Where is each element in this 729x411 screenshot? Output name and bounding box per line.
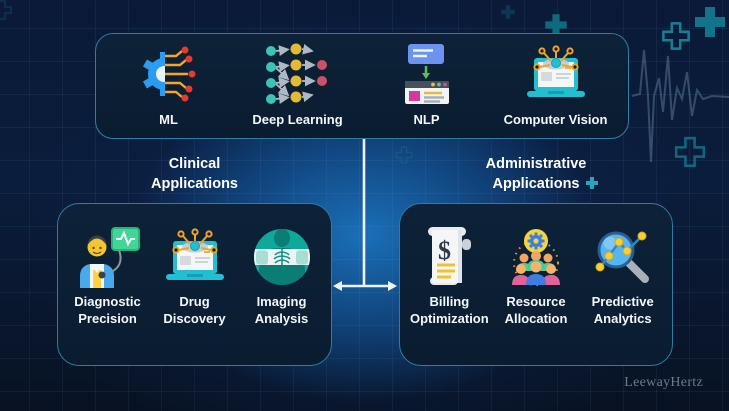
ml-gear-circuit-icon (140, 40, 198, 108)
svg-text:$: $ (438, 236, 451, 265)
plus-icon (676, 138, 704, 166)
administrative-title: Administrative Applications (399, 154, 673, 194)
ecg-heartbeat-line (631, 49, 729, 163)
magnifier-analytics-icon (592, 224, 654, 290)
clinical-box: Diagnostic Precision (57, 203, 332, 366)
admin-item-predictive-analytics: Predictive Analytics (579, 224, 666, 328)
admin-item-billing-optimization: $ Billing Optimization (406, 224, 493, 328)
top-item-label: Deep Learning (252, 112, 342, 129)
label-text: Discovery (163, 310, 226, 326)
item-label: Imaging Analysis (255, 294, 308, 328)
label-text: Computer Vision (503, 112, 608, 127)
top-item-computer-vision: Computer Vision (491, 40, 620, 138)
technologies-box: ML (95, 33, 629, 139)
label-text: Predictive (591, 294, 654, 309)
plus-icon (695, 7, 725, 37)
label-text: Analytics (593, 310, 652, 326)
arrowhead-right-icon (388, 281, 397, 291)
billing-invoice-icon: $ (422, 224, 476, 290)
clinical-item-drug-discovery: Drug Discovery (151, 224, 238, 328)
label-text: Diagnostic (74, 294, 141, 309)
label-text: NLP (413, 112, 440, 127)
plus-icon (0, 0, 13, 21)
connector-arrow (333, 139, 397, 291)
top-item-label: ML (159, 112, 178, 129)
nlp-chat-browser-icon (402, 40, 452, 108)
label-text: Deep Learning (252, 112, 343, 127)
item-label: Predictive Analytics (592, 294, 654, 328)
watermark: LeewayHertz (624, 375, 703, 390)
administrative-box: $ Billing Optimization (399, 203, 673, 366)
team-gear-icon (504, 224, 568, 290)
clinical-item-diagnostic-precision: Diagnostic Precision (64, 224, 151, 328)
xray-scan-icon (252, 224, 312, 290)
label-text: Allocation (504, 310, 568, 326)
item-label: Drug Discovery (163, 294, 225, 328)
item-label: Resource Allocation (505, 294, 568, 328)
label-text: Resource (506, 294, 566, 309)
label-text: Billing (429, 294, 470, 309)
top-item-nlp: NLP (362, 40, 491, 138)
clinical-title: Clinical Applications (57, 154, 332, 194)
admin-item-resource-allocation: Resource Allocation (493, 224, 580, 328)
item-label: Diagnostic Precision (74, 294, 140, 328)
label-text: Drug (179, 294, 210, 309)
item-label: Billing Optimization (410, 294, 489, 328)
top-item-ml: ML (104, 40, 233, 138)
title-line: Clinical (168, 156, 221, 172)
plus-icon (663, 23, 688, 48)
neural-network-icon (262, 40, 334, 108)
laptop-molecule-icon (162, 224, 228, 290)
title-line: Applications (492, 176, 580, 192)
label-text: Imaging (256, 294, 307, 309)
arrowhead-left-icon (333, 281, 342, 291)
top-item-label: Computer Vision (504, 112, 608, 129)
top-item-deep-learning: Deep Learning (233, 40, 362, 138)
label-text: Precision (78, 310, 137, 326)
top-item-label: NLP (414, 112, 440, 129)
doctor-monitor-icon (75, 224, 141, 290)
label-text: ML (159, 112, 178, 127)
clinical-item-imaging-analysis: Imaging Analysis (238, 224, 325, 328)
title-line: Administrative (485, 156, 587, 172)
label-text: Analysis (254, 310, 309, 326)
plus-icon (501, 5, 515, 19)
label-text: Optimization (409, 310, 489, 326)
title-line: Applications (150, 176, 238, 192)
computer-vision-laptop-icon (523, 40, 589, 108)
